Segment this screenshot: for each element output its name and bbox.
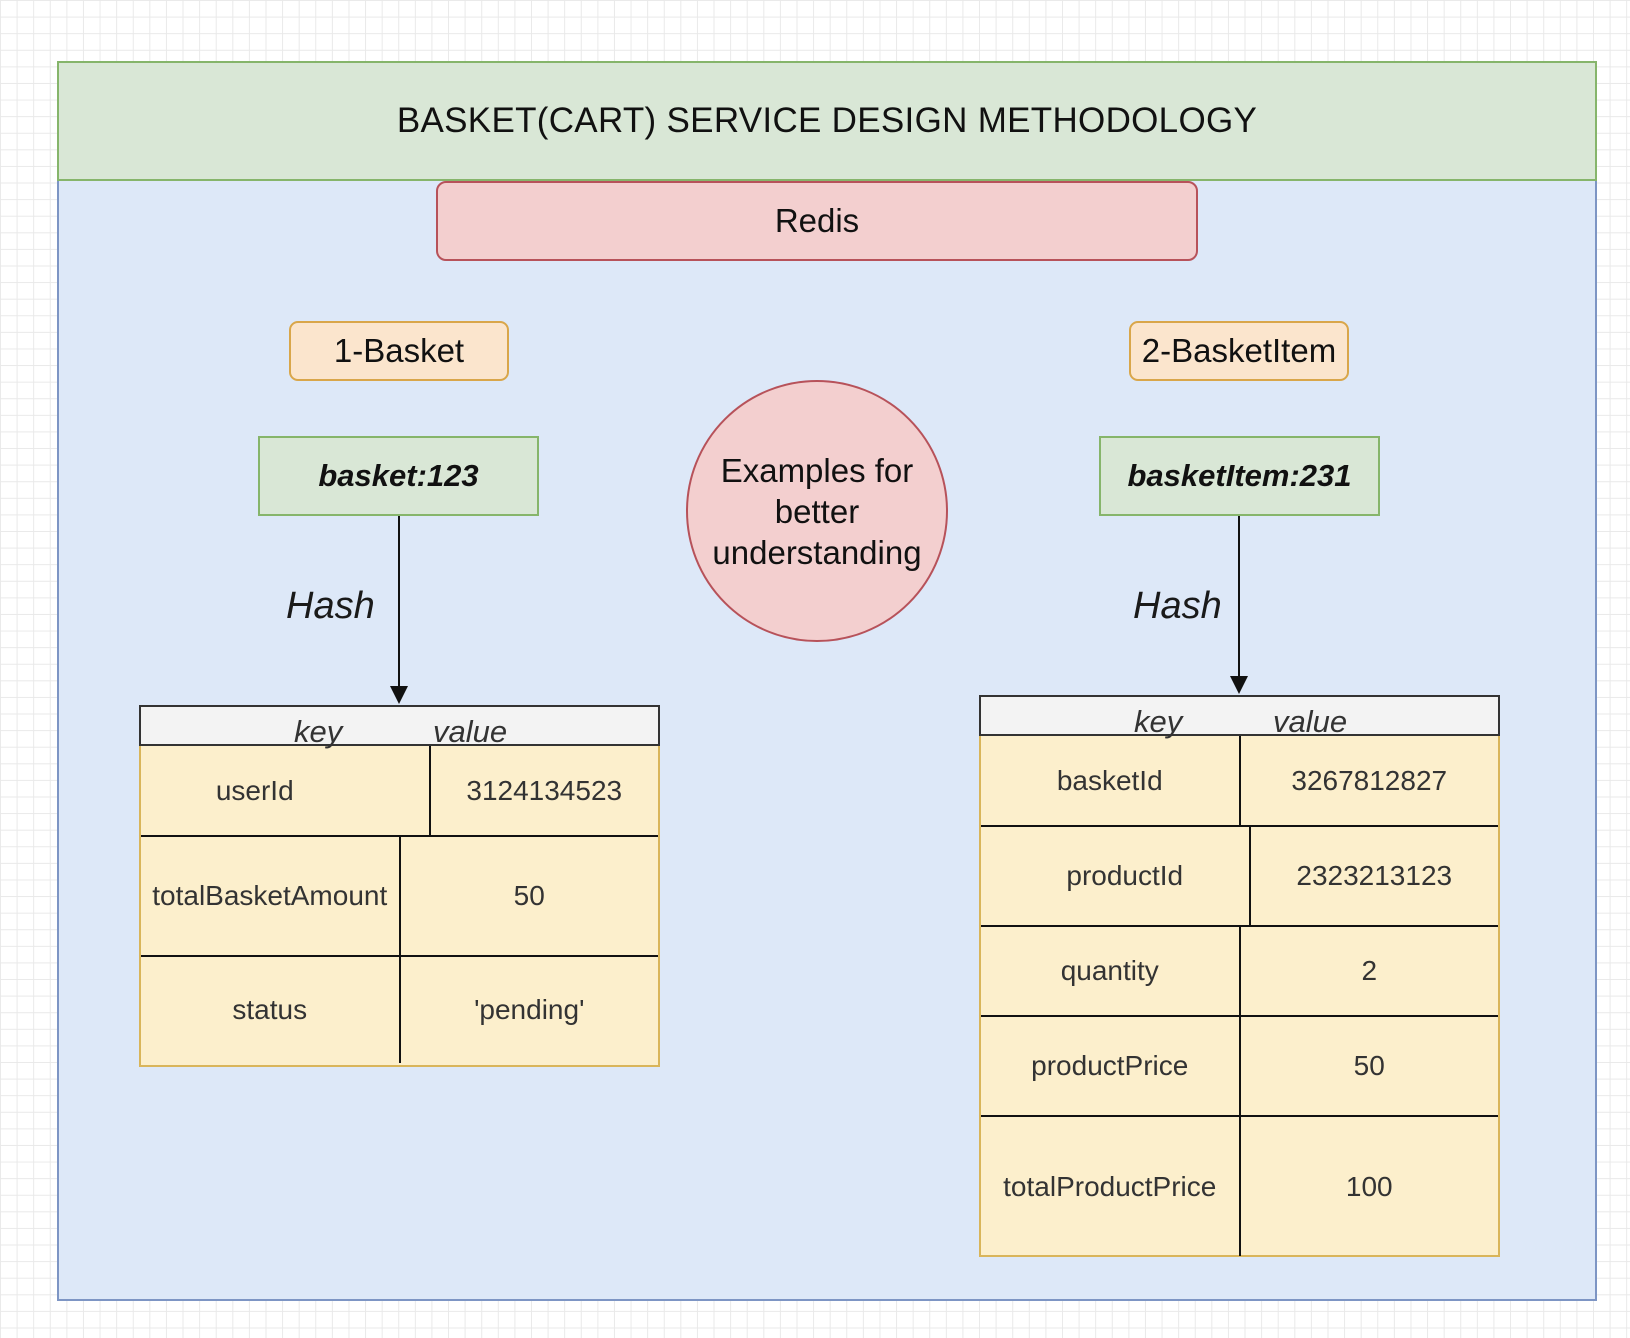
basket-section-label-text: 1-Basket bbox=[333, 332, 465, 369]
table-row: totalProductPrice 100 bbox=[981, 1117, 1498, 1256]
table-row: userId 3124134523 bbox=[141, 746, 658, 837]
table-header-key: key bbox=[294, 714, 343, 749]
table-row: status 'pending' bbox=[141, 957, 658, 1063]
diagram-title: BASKET(CART) SERVICE DESIGN METHODOLOGY bbox=[57, 61, 1597, 181]
diagram-title-text: BASKET(CART) SERVICE DESIGN METHODOLOGY bbox=[396, 101, 1258, 140]
table-cell-value: 'pending' bbox=[474, 994, 585, 1025]
table-cell-value: 100 bbox=[1345, 1170, 1393, 1202]
table-cell-value: 2 bbox=[1361, 955, 1378, 986]
table-row: productPrice 50 bbox=[981, 1017, 1498, 1117]
table-row: quantity 2 bbox=[981, 927, 1498, 1017]
table-cell-key: totalBasketAmount bbox=[141, 837, 401, 955]
table-cell-value: 3267812827 bbox=[1291, 764, 1448, 796]
basket-arrow-line bbox=[398, 516, 400, 686]
table-header-value: value bbox=[1273, 704, 1348, 739]
basketitem-hash-table: key value basketId 3267812827 productId … bbox=[979, 695, 1500, 1257]
table-cell-key: totalProductPrice bbox=[981, 1117, 1241, 1256]
table-cell-key: productId bbox=[981, 827, 1251, 925]
basketitem-key-box: basketItem:231 bbox=[1099, 436, 1380, 516]
basketitem-arrow-head bbox=[1230, 676, 1248, 694]
table-cell-value: 50 bbox=[1353, 1050, 1385, 1081]
basket-section-label: 1-Basket bbox=[289, 321, 509, 381]
basketitem-arrow-line bbox=[1238, 516, 1240, 676]
table-cell-value: 2323213123 bbox=[1296, 860, 1453, 891]
table-row: basketId 3267812827 bbox=[981, 736, 1498, 827]
basket-structure-label: Hash bbox=[286, 585, 375, 627]
basketitem-key-text: basketItem:231 bbox=[1127, 458, 1352, 493]
table-header-key: key bbox=[1134, 704, 1183, 739]
table-cell-key: status bbox=[141, 957, 401, 1063]
table-cell-key: quantity bbox=[981, 927, 1241, 1015]
basket-hash-table: key value userId 3124134523 totalBasketA… bbox=[139, 705, 660, 1067]
table-row: productId 2323213123 bbox=[981, 827, 1498, 927]
table-header: key value bbox=[979, 695, 1500, 739]
table-header-value: value bbox=[433, 714, 508, 749]
examples-note-text: Examples for better understanding bbox=[712, 451, 922, 571]
table-header: key value bbox=[139, 705, 660, 749]
examples-note-circle: Examples for better understanding bbox=[686, 380, 948, 642]
basketitem-section-label-text: 2-BasketItem bbox=[1141, 332, 1337, 369]
basketitem-section-label: 2-BasketItem bbox=[1129, 321, 1349, 381]
redis-label: Redis bbox=[774, 202, 860, 239]
redis-box: Redis bbox=[436, 181, 1198, 261]
basket-arrow-head bbox=[390, 686, 408, 704]
table-cell-key: userId bbox=[141, 746, 431, 835]
table-cell-key: basketId bbox=[981, 736, 1241, 825]
basket-key-text: basket:123 bbox=[318, 458, 479, 493]
table-cell-key: productPrice bbox=[981, 1017, 1241, 1115]
table-row: totalBasketAmount 50 bbox=[141, 837, 658, 957]
table-cell-value: 3124134523 bbox=[466, 774, 623, 806]
table-cell-value: 50 bbox=[513, 880, 545, 911]
basketitem-structure-label: Hash bbox=[1133, 585, 1222, 627]
basket-key-box: basket:123 bbox=[258, 436, 539, 516]
